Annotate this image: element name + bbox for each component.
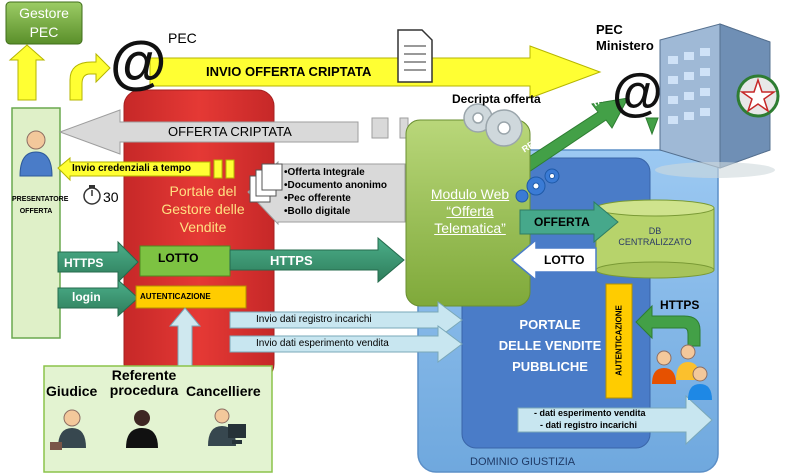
invio-esperimento-arrow bbox=[229, 325, 463, 363]
gears-icon-decripta bbox=[463, 103, 523, 147]
offerta-criptata-arrow bbox=[58, 109, 359, 155]
pec-ministero-line1: PEC bbox=[596, 22, 623, 37]
docs-arrow bbox=[247, 160, 406, 226]
invio-registro-arrow bbox=[229, 301, 463, 339]
https-mid-arrow bbox=[229, 236, 405, 284]
offerta-criptata-dash-1 bbox=[371, 117, 389, 139]
stopwatch-icon bbox=[83, 185, 101, 205]
modulo-web-label: Modulo Web “Offerta Telematica” bbox=[418, 186, 522, 237]
gestore-pec-line1: Gestore bbox=[19, 5, 69, 21]
presentatore-person-icon bbox=[19, 130, 53, 177]
referente-line2: procedura bbox=[109, 382, 179, 398]
users-group-icon bbox=[652, 344, 712, 400]
pin-icon bbox=[645, 117, 659, 136]
documents-stack-icon bbox=[249, 163, 283, 203]
dati-esperimento-label: - dati esperimento vendita bbox=[534, 408, 646, 418]
timer-label: 30 bbox=[103, 189, 119, 205]
portale-gestore-line2: Gestore delle bbox=[161, 201, 245, 217]
offerta-arrow-label: OFFERTA bbox=[534, 215, 590, 229]
modulo-web-line3: Telematica” bbox=[434, 220, 506, 236]
doc-item: •Bollo digitale bbox=[284, 206, 351, 217]
db-line1: DB bbox=[648, 226, 662, 236]
lotto-arrow bbox=[510, 238, 597, 282]
portale-gestore-label: Portale del Gestore delle Vendite bbox=[136, 182, 270, 236]
https-left-label: HTTPS bbox=[64, 256, 104, 270]
referente-line1: Referente bbox=[111, 367, 177, 383]
invio-registro-label: Invio dati registro incarichi bbox=[256, 314, 372, 325]
doc-item: •Documento anonimo bbox=[284, 180, 387, 191]
https-mid-label: HTTPS bbox=[270, 253, 313, 268]
invio-offerta-arrow bbox=[149, 45, 602, 99]
document-icon bbox=[397, 29, 433, 83]
presentatore-line2: OFFERTA bbox=[19, 208, 53, 215]
db-line2: CENTRALIZZATO bbox=[618, 237, 692, 247]
modulo-web-line1: Modulo Web bbox=[430, 186, 510, 202]
giudice-icon bbox=[50, 409, 86, 450]
login-arrow bbox=[57, 278, 139, 318]
portale-vendite-label: PORTALE DELLE VENDITE PUBBLICHE bbox=[470, 314, 630, 377]
https-right-label: HTTPS bbox=[660, 298, 700, 312]
credenziali-dash-2 bbox=[225, 159, 235, 179]
presentatore-line1: PRESENTATORE bbox=[12, 196, 69, 203]
referenti-panel bbox=[43, 365, 273, 473]
lotto-arrow-label: LOTTO bbox=[544, 253, 585, 267]
doc-item: •Pec offerente bbox=[284, 193, 351, 204]
referenti-up-arrow bbox=[168, 307, 202, 373]
decripta-label: Decripta offerta bbox=[452, 92, 541, 106]
autenticazione-vertical-box bbox=[605, 283, 633, 399]
dati-registro-label: - dati registro incarichi bbox=[540, 420, 638, 430]
pec-ministero-line2: Ministero bbox=[596, 38, 654, 53]
up-arrow-gestore bbox=[8, 44, 46, 101]
curved-arrow-to-pec bbox=[69, 52, 111, 101]
modulo-web-line2: “Offerta bbox=[446, 203, 494, 219]
lotto-box-label: LOTTO bbox=[158, 251, 199, 265]
emblem-icon bbox=[736, 74, 780, 118]
dominio-giustizia-label: DOMINIO GIUSTIZIA bbox=[470, 456, 576, 468]
gestore-pec-label: Gestore PEC bbox=[6, 4, 82, 42]
gears-icon-modulo bbox=[515, 168, 560, 203]
autenticazione-vertical-label: AUTENTICAZIONE bbox=[614, 305, 624, 376]
doc-item: •Offerta Integrale bbox=[284, 167, 365, 178]
autenticazione-label: AUTENTICAZIONE bbox=[140, 292, 211, 301]
docs-list: •Offerta Integrale •Documento anonimo •P… bbox=[284, 166, 387, 218]
credenziali-dash-1 bbox=[213, 159, 223, 179]
dati-arrow bbox=[517, 394, 713, 446]
login-label: login bbox=[72, 290, 101, 304]
at-icon-pec: @ bbox=[110, 30, 167, 95]
at-icon-ministero: @ bbox=[612, 64, 663, 122]
db-cylinder bbox=[595, 199, 715, 279]
referente-label: Referente procedura bbox=[104, 368, 184, 398]
portale-vendite-line1: PORTALE bbox=[519, 317, 581, 332]
portale-gestore-line1: Portale del bbox=[169, 183, 237, 199]
invio-esperimento-label: Invio dati esperimento vendita bbox=[256, 338, 389, 349]
cancelliere-label: Cancelliere bbox=[186, 383, 261, 399]
pec-label: PEC bbox=[168, 30, 197, 46]
invio-credenziali-label: Invio credenziali a tempo bbox=[72, 163, 191, 174]
invio-offerta-label: INVIO OFFERTA CRIPTATA bbox=[206, 64, 372, 79]
portale-vendite-line3: PUBBLICHE bbox=[512, 359, 588, 374]
portale-vendite-line2: DELLE VENDITE bbox=[498, 338, 602, 353]
gestore-pec-line2: PEC bbox=[29, 24, 59, 40]
presentatore-label: PRESENTATORE OFFERTA bbox=[12, 194, 69, 218]
recupera-offerta-arrow bbox=[511, 97, 629, 179]
giudice-label: Giudice bbox=[46, 383, 98, 399]
autenticazione-box bbox=[135, 285, 247, 309]
pec-ministero-label: PEC Ministero bbox=[596, 22, 654, 54]
db-label: DB CENTRALIZZATO bbox=[600, 226, 710, 248]
cancelliere-icon bbox=[208, 408, 246, 446]
portale-gestore-line3: Vendite bbox=[179, 219, 227, 235]
credenziali-arrow bbox=[57, 156, 211, 182]
https-left-arrow bbox=[57, 240, 139, 284]
lotto-box bbox=[139, 245, 231, 277]
referente-icon bbox=[126, 410, 158, 448]
offerta-criptata-label: OFFERTA CRIPTATA bbox=[168, 124, 292, 139]
gestore-pec-box bbox=[5, 1, 83, 45]
https-right-arrow bbox=[635, 304, 701, 347]
offerta-arrow bbox=[519, 200, 619, 244]
